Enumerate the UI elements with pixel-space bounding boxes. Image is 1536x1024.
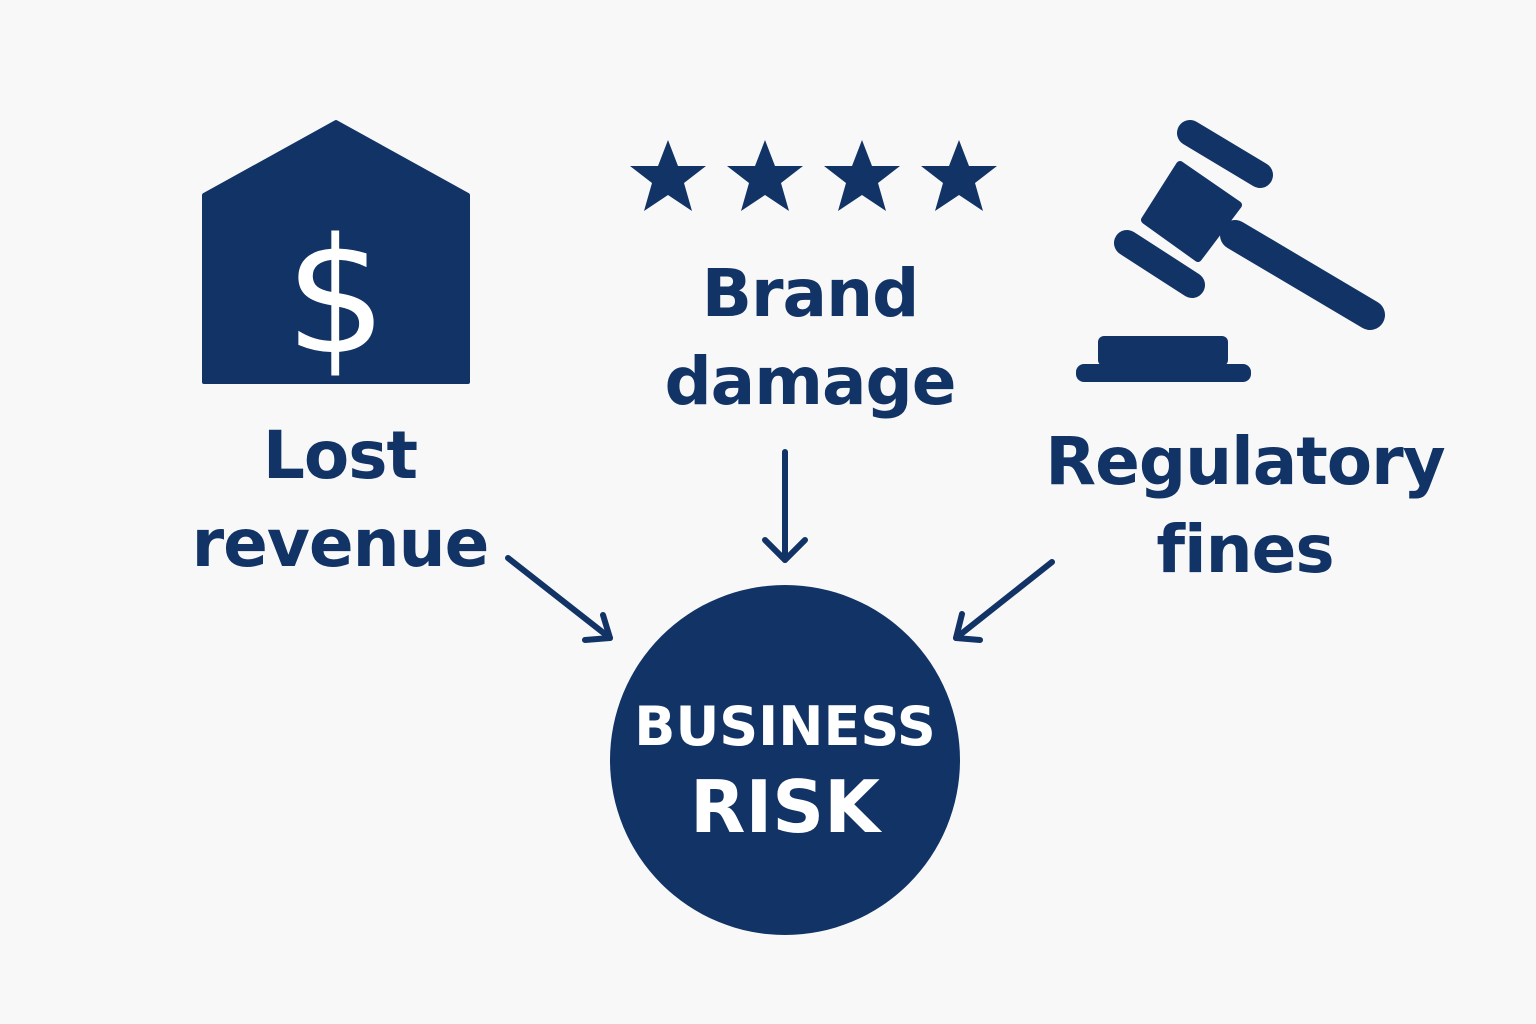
label-line: Regulatory [1045,423,1445,500]
arrow-regulatory-fines [953,559,1055,643]
star-icon [727,140,803,211]
dollar-sign: $ [285,203,387,390]
business-risk-circle [610,585,960,935]
star-icon [921,140,997,211]
arrow-lost-revenue [505,555,613,643]
house-dollar-icon: $ [202,120,470,390]
label-line: revenue [191,505,490,582]
brand-damage-label: Brand damage [610,250,1010,426]
regulatory-fines-label: Regulatory fines [1020,418,1470,594]
center-line1: BUSINESS [634,695,936,758]
star-icon [630,140,706,211]
label-line: Brand [701,255,920,332]
lost-revenue-label: Lost revenue [140,412,540,588]
label-line: fines [1156,511,1334,588]
star-icon [824,140,900,211]
label-line: damage [664,343,956,420]
center-line2: RISK [690,765,880,849]
arrow-brand-damage [762,449,808,563]
four-stars-icon [630,140,997,211]
label-line: Lost [262,417,418,494]
arrows [505,449,1055,643]
gavel-icon [1076,120,1385,382]
